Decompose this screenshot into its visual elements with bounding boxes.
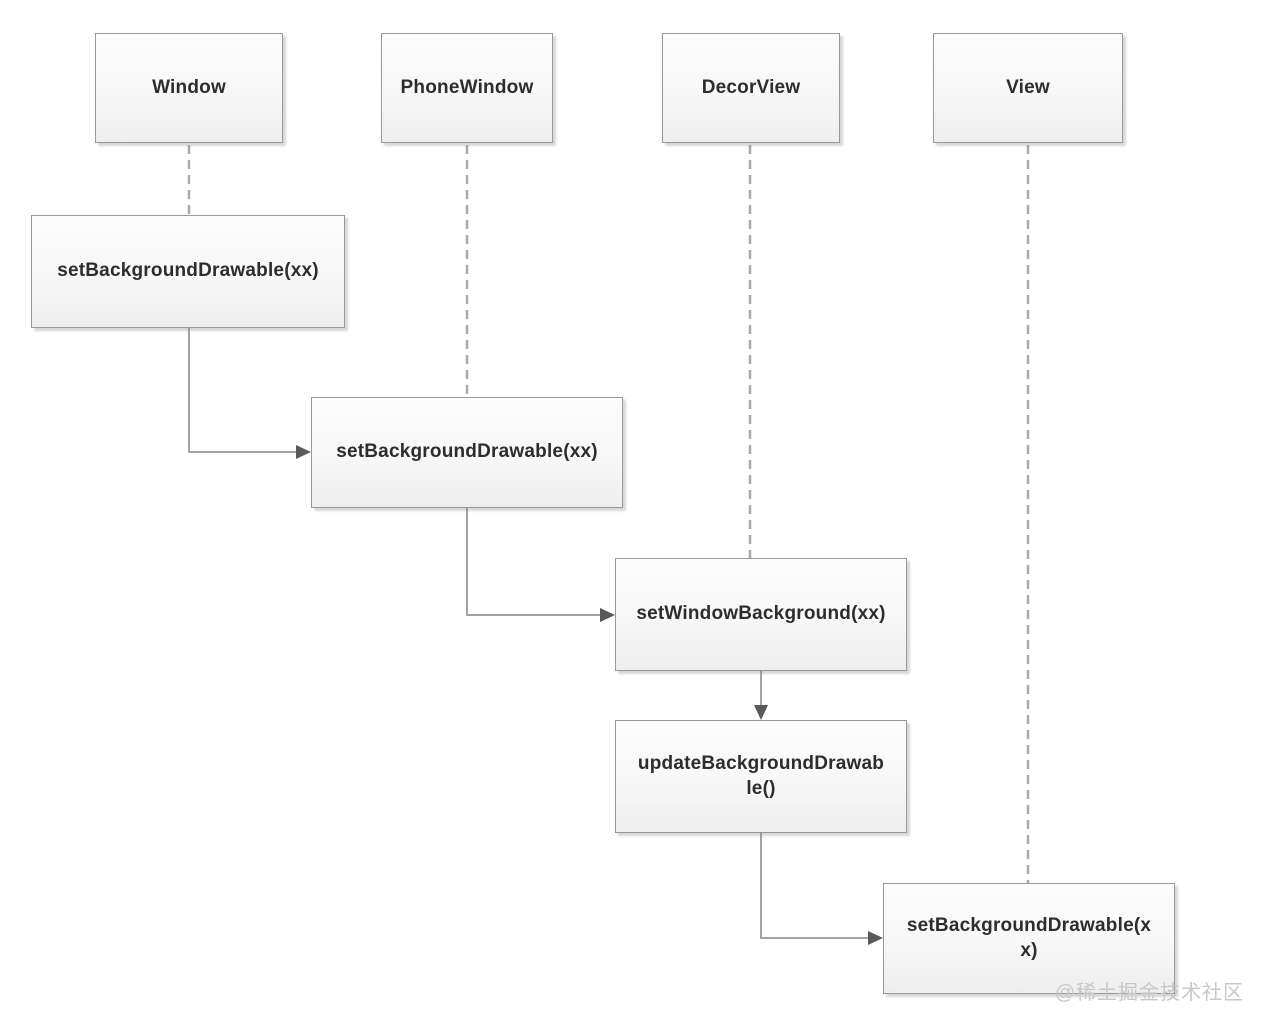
call-box-phonewindow-setbackgrounddrawable: setBackgroundDrawable(xx) [311,397,623,508]
arrowhead-down-icon [754,705,768,720]
call-label: setBackgroundDrawable(xx) [336,441,598,463]
call-box-decorview-setwindowbackground: setWindowBackground(xx) [615,558,907,671]
call-label: updateBackgroundDrawab le() [637,752,885,799]
call-label: setBackgroundDrawable(xx) [57,260,319,282]
call-box-view-setbackgrounddrawable: setBackgroundDrawable(x x) [883,883,1175,994]
watermark: @稀土掘金技术社区 [1054,982,1244,1004]
header-label: View [1006,76,1050,98]
arrowhead-right-icon [296,445,311,459]
lifeline-header-view: View [933,33,1123,143]
connector-phonewindow-to-decorview [466,508,602,616]
header-label: DecorView [701,76,801,98]
arrowhead-right-icon [868,931,883,945]
call-box-window-setbackgrounddrawable: setBackgroundDrawable(xx) [31,215,345,328]
arrowhead-right-icon [600,608,615,622]
call-label: setWindowBackground(xx) [636,603,886,625]
lifeline-header-phonewindow: PhoneWindow [381,33,553,143]
header-label: PhoneWindow [400,76,534,98]
lifeline-header-window: Window [95,33,283,143]
call-box-decorview-updatebackgrounddrawable: updateBackgroundDrawab le() [615,720,907,833]
connector-window-to-phonewindow [188,328,298,453]
lifeline-header-decorview: DecorView [662,33,840,143]
connector-update-to-view [760,833,870,939]
header-label: Window [152,76,226,98]
call-label: setBackgroundDrawable(x x) [906,914,1152,961]
